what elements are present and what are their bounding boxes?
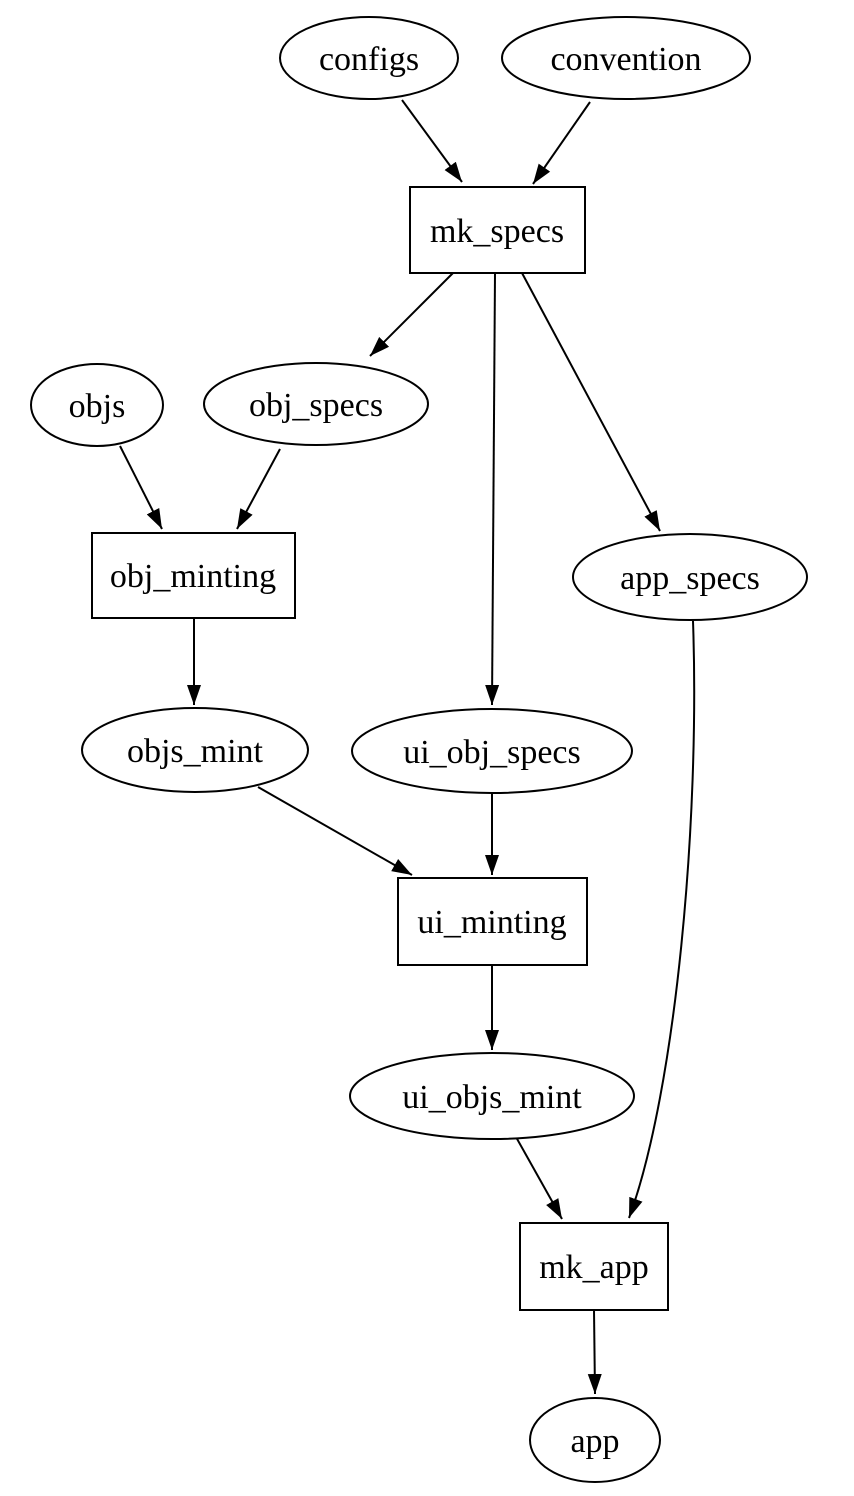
- convention-ellipse: [501, 16, 751, 100]
- node-objs: objs: [30, 363, 164, 447]
- objs-ellipse: [30, 363, 164, 447]
- edges: [119, 99, 696, 1395]
- app_specs-label: app_specs: [620, 560, 760, 597]
- configs-label: configs: [319, 41, 419, 78]
- edge-app_specs-mk_app: [628, 620, 696, 1219]
- mk_app-label: mk_app: [539, 1249, 649, 1286]
- node-ui_minting: ui_minting: [397, 877, 588, 966]
- convention-label: convention: [550, 41, 701, 78]
- edge-convention-mk_specs: [532, 101, 591, 185]
- objs-label: objs: [69, 388, 126, 425]
- node-ui_obj_specs: ui_obj_specs: [351, 708, 633, 794]
- app_specs-ellipse: [572, 533, 808, 621]
- ui_obj_specs-ellipse: [351, 708, 633, 794]
- node-configs: configs: [279, 16, 459, 100]
- node-mk_app: mk_app: [519, 1222, 669, 1311]
- edge-obj_specs-obj_minting: [236, 448, 281, 530]
- objs_mint-label: objs_mint: [127, 733, 264, 770]
- node-ui_objs_mint: ui_objs_mint: [349, 1052, 635, 1140]
- node-obj_specs: obj_specs: [203, 362, 429, 446]
- obj_specs-label: obj_specs: [249, 387, 383, 424]
- ui_minting-label: ui_minting: [417, 904, 566, 941]
- edge-objs-obj_minting: [119, 445, 163, 530]
- ui_objs_mint-ellipse: [349, 1052, 635, 1140]
- node-app_specs: app_specs: [572, 533, 808, 621]
- obj_specs-ellipse: [203, 362, 429, 446]
- node-objs_mint: objs_mint: [81, 707, 309, 793]
- ui_obj_specs-label: ui_obj_specs: [403, 734, 581, 771]
- node-app: app: [529, 1397, 661, 1483]
- edge-mk_specs-ui_obj_specs: [485, 272, 500, 706]
- ui_objs_mint-label: ui_objs_mint: [402, 1079, 582, 1116]
- obj_minting-label: obj_minting: [110, 558, 276, 595]
- app-ellipse: [529, 1397, 661, 1483]
- obj_minting-box: [91, 532, 296, 619]
- configs-ellipse: [279, 16, 459, 100]
- edge-objs_mint-ui_minting: [257, 786, 413, 876]
- mk_specs-box: [409, 186, 586, 274]
- mk_specs-label: mk_specs: [430, 213, 564, 250]
- mk_app-box: [519, 1222, 669, 1311]
- ui_minting-box: [397, 877, 588, 966]
- edge-mk_specs-obj_specs: [369, 272, 454, 357]
- edge-ui_objs_mint-mk_app: [515, 1136, 563, 1220]
- node-convention: convention: [501, 16, 751, 100]
- edge-configs-mk_specs: [401, 99, 463, 183]
- edge-mk_app-app: [587, 1309, 602, 1395]
- app-label: app: [570, 1423, 619, 1460]
- objs_mint-ellipse: [81, 707, 309, 793]
- node-mk_specs: mk_specs: [409, 186, 586, 274]
- edge-mk_specs-app_specs: [521, 272, 661, 532]
- node-obj_minting: obj_minting: [91, 532, 296, 619]
